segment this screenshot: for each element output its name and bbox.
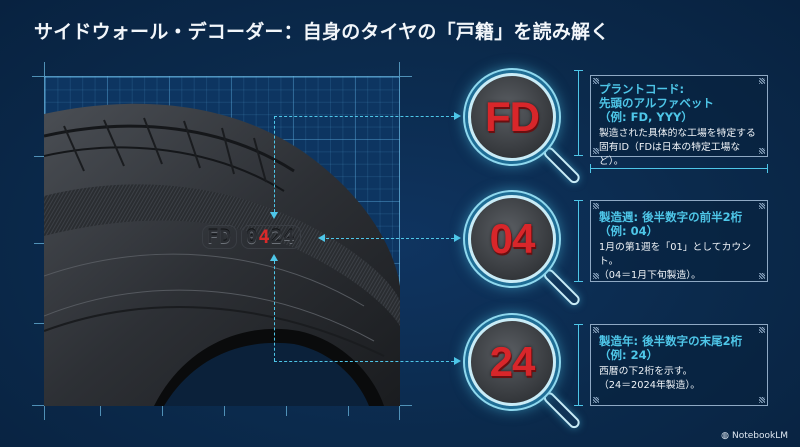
arrow-right-icon <box>454 112 461 120</box>
info-body: 製造された具体的な工場を特定する 固有ID（FDは日本の特定工場など）。 <box>599 128 756 167</box>
info-heading: プラントコード: 先頭のアルファベット （例: FD, YYY） <box>599 82 714 124</box>
footer-brand: ◍ NotebookLM <box>721 431 788 441</box>
frame-tick <box>32 76 44 77</box>
connector-line <box>326 238 454 239</box>
frame-tick <box>224 406 225 416</box>
measure-line <box>574 200 583 282</box>
plant-code: FD <box>202 225 237 249</box>
magnifier-handle-icon <box>541 145 582 186</box>
frame-tick <box>34 156 44 157</box>
info-box-week: 製造週: 後半数字の前半2桁 （例: 04） 1月の第1週を「01」としてカウン… <box>590 200 768 282</box>
magnifier-lens-icon: 24 <box>468 318 556 406</box>
magnifier-lens-icon: FD <box>468 73 556 161</box>
frame-tick <box>162 406 163 416</box>
frame-tick <box>44 406 45 420</box>
tire-image <box>44 76 400 406</box>
frame-tick <box>348 406 349 416</box>
info-box-year: 製造年: 後半数字の末尾2桁 （例: 24） 西暦の下2桁を示す。 （24＝20… <box>590 324 768 406</box>
arrow-right-icon <box>454 234 461 242</box>
frame-tick <box>286 406 287 416</box>
arrow-right-icon <box>454 357 461 365</box>
magnifier-plant-code: FD <box>468 73 582 186</box>
notebooklm-logo-icon: ◍ <box>721 431 729 441</box>
frame-tick <box>100 406 101 416</box>
magnifier-lens-icon: 04 <box>468 195 556 283</box>
magnifier-handle-icon <box>541 390 582 431</box>
frame-tick <box>400 76 412 77</box>
frame-tick <box>400 405 412 406</box>
info-body: 1月の第1週を「01」としてカウント。 （04＝1月下旬製造）。 <box>599 242 751 281</box>
page-title: サイドウォール・デコーダー：自身のタイヤの「戸籍」を読み解く <box>34 21 610 43</box>
connector-line <box>274 116 454 117</box>
measure-line <box>574 70 583 156</box>
date-code: 0424 <box>240 225 301 249</box>
frame-tick <box>32 405 44 406</box>
info-heading: 製造年: 後半数字の末尾2桁 （例: 24） <box>599 334 743 362</box>
frame-tick <box>399 62 400 76</box>
frame-tick <box>34 243 44 244</box>
connector-line <box>274 261 275 361</box>
measure-line <box>590 164 768 173</box>
frame-tick <box>44 62 45 76</box>
connector-line <box>274 361 454 362</box>
info-heading: 製造週: 後半数字の前半2桁 （例: 04） <box>599 210 743 238</box>
magnifier-week: 04 <box>468 195 582 308</box>
frame-tick <box>399 406 400 420</box>
frame-tick <box>34 323 44 324</box>
arrow-down-icon <box>270 212 278 219</box>
magnifier-year: 24 <box>468 318 582 431</box>
arrow-left-icon <box>318 234 325 242</box>
magnifier-handle-icon <box>541 267 582 308</box>
info-box-plant-code: プラントコード: 先頭のアルファベット （例: FD, YYY） 製造された具体… <box>590 75 768 167</box>
tire-blueprint-frame <box>32 62 412 420</box>
connector-line <box>274 116 275 212</box>
arrow-up-icon <box>270 254 278 261</box>
measure-line <box>574 324 583 406</box>
tire-illustration-icon <box>44 103 400 406</box>
info-body: 西暦の下2桁を示す。 （24＝2024年製造）。 <box>599 366 701 391</box>
